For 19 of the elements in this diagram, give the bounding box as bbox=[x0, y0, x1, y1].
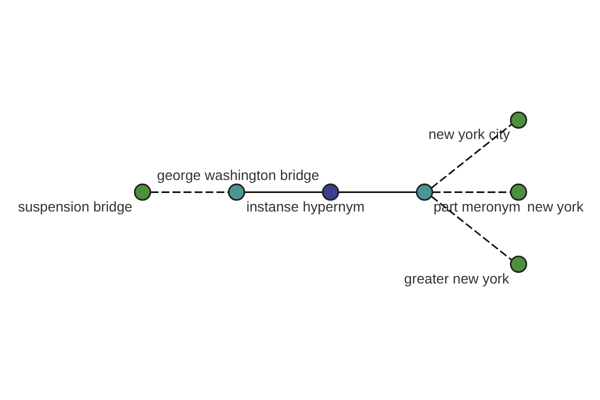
node-label: greater new york bbox=[404, 270, 510, 286]
node-circle bbox=[510, 184, 528, 201]
node-label: george washington bridge bbox=[157, 166, 320, 183]
node-circle bbox=[322, 184, 340, 201]
connector bbox=[431, 124, 512, 188]
node-circle bbox=[416, 184, 434, 201]
connector bbox=[338, 191, 417, 193]
node-label: new york bbox=[527, 198, 584, 214]
node-label: part meronym bbox=[434, 198, 520, 214]
connector bbox=[244, 191, 323, 193]
connector bbox=[432, 191, 511, 193]
connector bbox=[431, 196, 512, 261]
node-circle bbox=[228, 184, 246, 201]
node-circle bbox=[510, 256, 528, 273]
node-label: suspension bridge bbox=[18, 198, 132, 214]
node-circle bbox=[134, 184, 152, 201]
node-label: instanse hypernym bbox=[246, 198, 365, 214]
node-circle bbox=[510, 111, 528, 129]
connector bbox=[150, 191, 229, 193]
